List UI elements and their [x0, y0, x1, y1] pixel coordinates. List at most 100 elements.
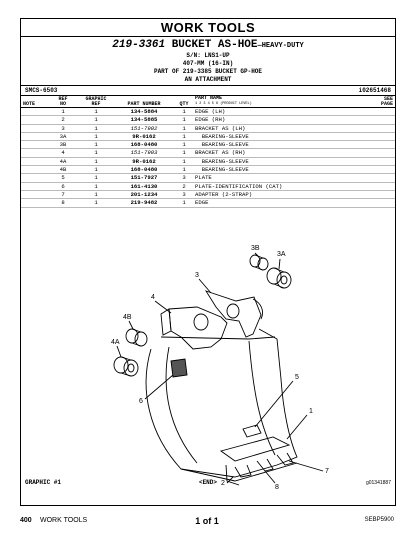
see-page-cell [361, 132, 395, 142]
see-page-cell [361, 115, 395, 125]
attachment-note: AN ATTACHMENT [184, 76, 232, 83]
callout-label: 3B [251, 245, 260, 252]
qty-cell: 1 [175, 148, 193, 158]
bearing-sleeve-4a [113, 356, 139, 377]
part-name-cell: PLATE-IDENTIFICATION (CAT) [193, 182, 361, 191]
part-number-cell: 168-0480 [113, 165, 175, 175]
part-name-title: BUCKET AS-HOE [171, 39, 258, 51]
see-page-cell [361, 107, 395, 117]
callout-label: 6 [139, 398, 143, 405]
bearing-sleeve-4b [125, 328, 148, 347]
col-note: NOTE [21, 96, 47, 108]
part-name-cell: EDGE (LH) [193, 107, 361, 117]
callout-label: 3 [195, 272, 199, 279]
part-qualifier: —HEAVY-DUTY [257, 42, 304, 50]
bucket-body [145, 328, 298, 486]
callout-label: 4A [111, 339, 120, 346]
part-name-cell: PLATE [193, 173, 361, 183]
part-number-cell: 219-9482 [113, 198, 175, 208]
part-name-cell: BEARING-SLEEVE [193, 157, 361, 167]
part-name-cell: EDGE [193, 198, 361, 208]
qty-cell: 1 [175, 198, 193, 208]
callout-label: 1 [309, 408, 313, 415]
part-number-cell: 151-7927 [113, 173, 175, 183]
see-page-cell [361, 165, 395, 175]
qty-cell: 1 [175, 140, 193, 150]
graphic-ref-cell: 1 [79, 115, 113, 125]
qty-cell: 3 [175, 190, 193, 200]
col-part-number: PART NUMBER [113, 96, 175, 108]
bearing-sleeve-3a [266, 267, 292, 289]
page-frame: WORK TOOLS 219-3361 BUCKET AS-HOE—HEAVY-… [20, 18, 396, 506]
qty-cell: 1 [175, 124, 193, 133]
graphic-ref-cell: 1 [79, 140, 113, 150]
graphic-ref-cell: 1 [79, 165, 113, 175]
see-page-cell [361, 190, 395, 200]
note-cell [21, 182, 47, 191]
ref-cell: 7 [47, 190, 79, 200]
ref-cell: 2 [47, 115, 79, 125]
graphic-ref-cell: 1 [79, 182, 113, 191]
graphic-ref-cell: 1 [79, 157, 113, 167]
part-name-cell: BEARING-SLEEVE [193, 132, 361, 142]
graphic-ref-cell: 1 [79, 190, 113, 200]
part-number-cell: 151-7902 [113, 124, 175, 133]
callout-label: 4B [123, 314, 132, 321]
qty-cell: 1 [175, 115, 193, 125]
note-cell [21, 190, 47, 200]
part-name-cell: EDGE (RH) [193, 115, 361, 125]
part-name-cell: ADAPTER (2-STRAP) [193, 190, 361, 200]
qty-cell: 1 [175, 157, 193, 167]
ref-cell: 4B [47, 165, 79, 175]
part-name-cell: BEARING-SLEEVE [193, 140, 361, 150]
page-number: 400 [20, 517, 32, 524]
end-mark: <END> [198, 479, 217, 486]
serial-number: S/N: LNS1-UP [186, 52, 230, 59]
callout-label: 8 [275, 484, 279, 491]
ref-cell: 1 [47, 107, 79, 117]
graphic-ref-cell: 1 [79, 132, 113, 142]
part-number-cell: 201-1234 [113, 190, 175, 200]
note-cell [21, 173, 47, 183]
see-page-cell [361, 157, 395, 167]
qty-cell: 1 [175, 107, 193, 117]
bracket-lh [204, 290, 264, 338]
note-cell [21, 148, 47, 158]
graphic-id: g01341887 [365, 480, 391, 486]
part-name-cell: BRACKET AS (LH) [193, 124, 361, 133]
part-number-cell: 161-4130 [113, 182, 175, 191]
page-footer: 400 WORK TOOLS 1 of 1 SEBP5900 [20, 516, 394, 528]
see-page-cell [361, 182, 395, 191]
qty-cell: 1 [175, 132, 193, 142]
meta-bar: SMCS-6503 i02651468 [21, 85, 395, 96]
graphic-ref-cell: 1 [79, 148, 113, 158]
smcs-code: SMCS-6503 [25, 87, 58, 94]
part-title: 219-3361 BUCKET AS-HOE—HEAVY-DUTY [21, 39, 395, 51]
see-page-cell [361, 198, 395, 208]
callout-label: 7 [325, 468, 329, 475]
qty-cell: 1 [175, 165, 193, 175]
part-number-cell: 134-5884 [113, 107, 175, 117]
ref-cell: 3 [47, 124, 79, 133]
ref-cell: 4A [47, 157, 79, 167]
ref-cell: 3A [47, 132, 79, 142]
bracket-rh [160, 306, 228, 350]
ref-cell: 3B [47, 140, 79, 150]
see-page-cell [361, 173, 395, 183]
footer-section: WORK TOOLS [40, 517, 88, 524]
